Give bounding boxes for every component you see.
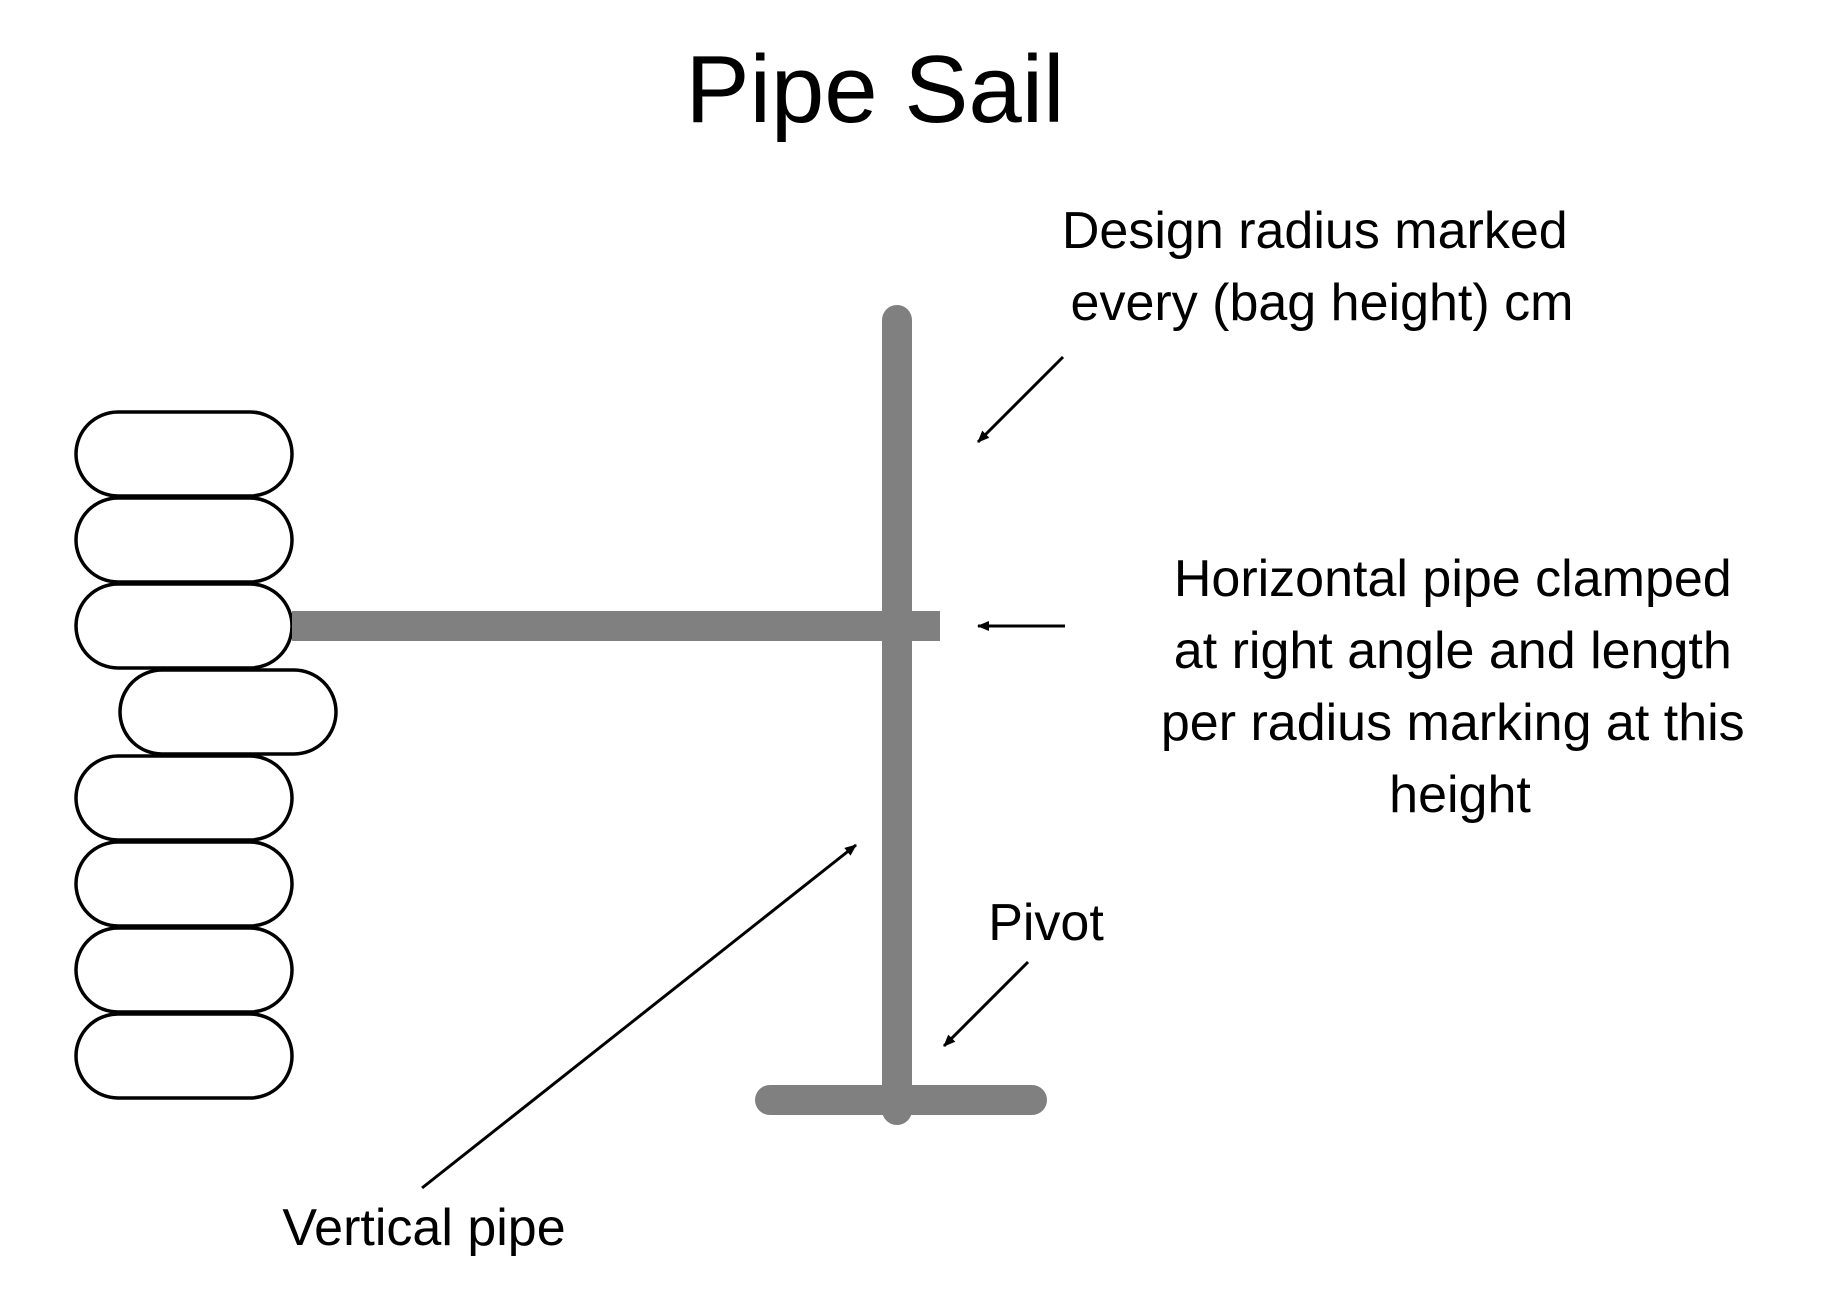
sandbag (74, 754, 294, 842)
sandbag (74, 496, 294, 584)
sandbag (74, 840, 294, 928)
vertical-pipe-arrow (421, 843, 857, 1190)
sandbag (74, 1012, 294, 1100)
horizontal-pipe-label-line: height (1389, 766, 1531, 824)
horizontal-pipe-label: Horizontal pipe clamped at right angle a… (1161, 550, 1759, 824)
pivot-label: Pivot (988, 894, 1104, 952)
horizontal-pipe-label-line: Horizontal pipe clamped (1174, 550, 1732, 608)
design-radius-arrow (976, 355, 1065, 444)
sandbag (74, 926, 294, 1014)
sandbag-offset (118, 668, 338, 756)
sandbag (74, 410, 294, 498)
horizontal-pipe-label-line: at right angle and length (1174, 622, 1732, 680)
design-radius-label-line: every (bag height) cm (1071, 274, 1574, 332)
design-radius-label-line: Design radius marked (1062, 202, 1568, 260)
design-radius-label: Design radius marked every (bag height) … (1062, 202, 1582, 332)
diagram-title: Pipe Sail (686, 36, 1065, 143)
horizontal-pipe-label-line: per radius marking at this (1161, 694, 1745, 752)
sandbag (74, 582, 294, 670)
pivot-arrow (942, 960, 1030, 1048)
sandbag-stack (74, 410, 338, 1100)
vertical-pipe-label: Vertical pipe (282, 1199, 565, 1257)
